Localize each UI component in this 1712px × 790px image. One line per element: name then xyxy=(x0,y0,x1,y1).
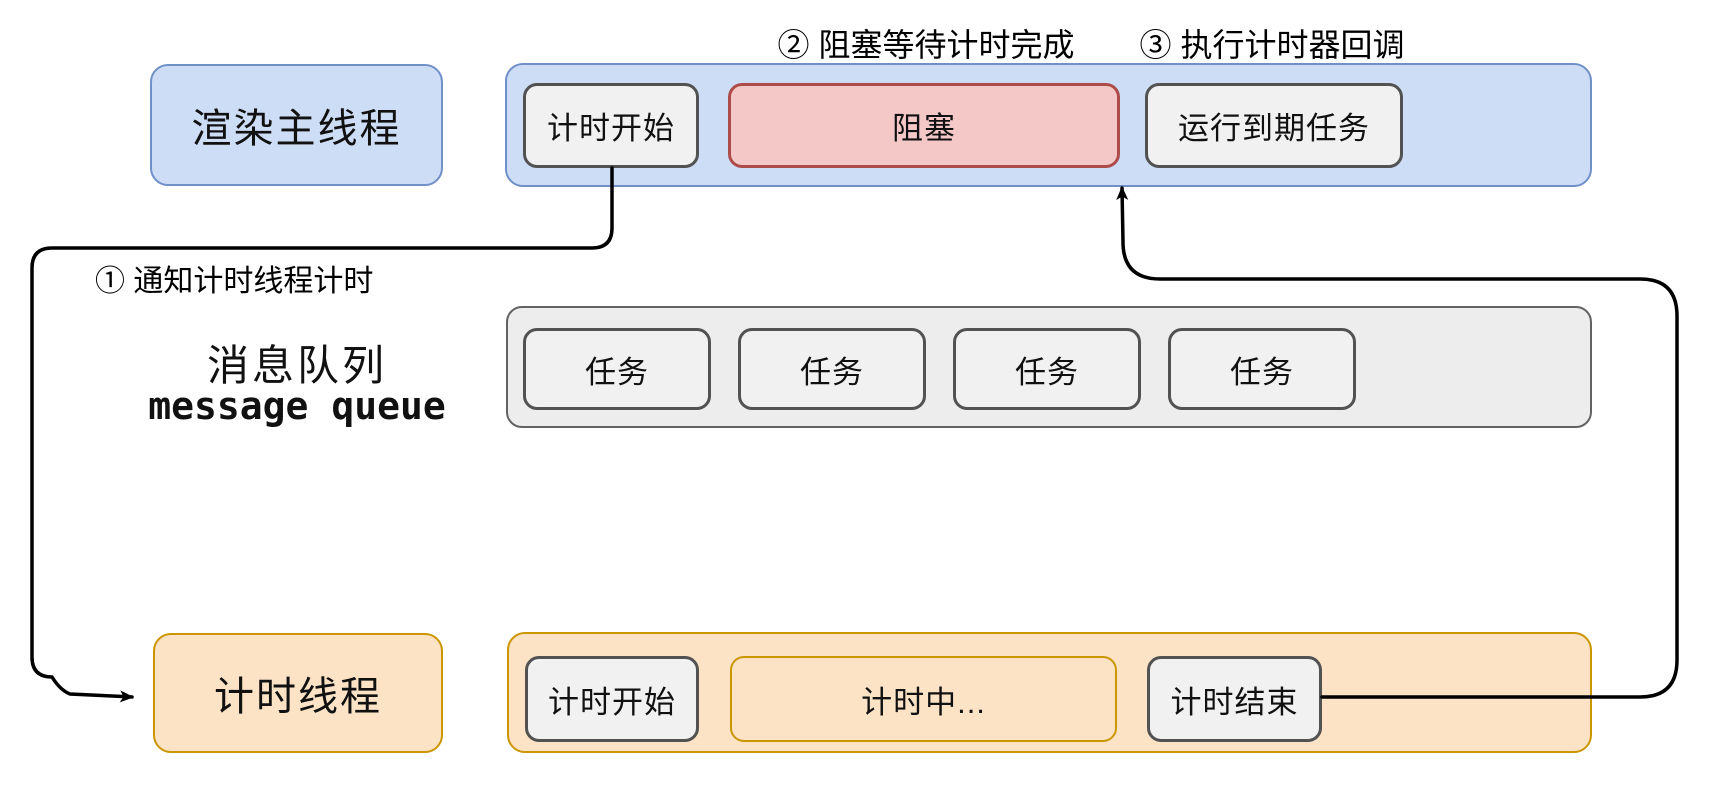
arrow-timer-callback xyxy=(1116,186,1679,699)
message-queue-label-en: message queue xyxy=(148,384,446,428)
step3-annotation: ③ 执行计时器回调 xyxy=(1139,27,1405,63)
step1-annotation: ① 通知计时线程计时 xyxy=(95,265,374,298)
timer-thread-start-box: 计时开始 xyxy=(525,656,699,742)
timer-thread-counting-box: 计时中... xyxy=(730,656,1117,742)
queue-task-box: 任务 xyxy=(738,328,926,410)
main-thread-blocked-box: 阻塞 xyxy=(728,83,1120,168)
timer-thread-end-box: 计时结束 xyxy=(1147,656,1322,742)
timer-thread-start-label: 计时开始 xyxy=(548,684,676,720)
queue-task-box: 任务 xyxy=(1168,328,1356,410)
main-thread-run-expired-label: 运行到期任务 xyxy=(1178,111,1370,146)
timer-thread-label-box: 计时线程 xyxy=(153,633,443,753)
main-thread-label: 渲染主线程 xyxy=(191,107,402,151)
queue-task-box: 任务 xyxy=(523,328,711,410)
queue-task-label: 任务 xyxy=(585,354,649,390)
queue-task-label: 任务 xyxy=(800,354,864,390)
step2-annotation: ② 阻塞等待计时完成 xyxy=(777,27,1075,63)
main-thread-timer-start-label: 计时开始 xyxy=(547,111,675,146)
timer-thread-label: 计时线程 xyxy=(214,675,382,719)
queue-task-label: 任务 xyxy=(1230,354,1294,390)
main-thread-label-box: 渲染主线程 xyxy=(150,64,443,186)
timer-thread-counting-label: 计时中... xyxy=(861,684,986,720)
timer-thread-end-label: 计时结束 xyxy=(1170,684,1299,720)
main-thread-blocked-label: 阻塞 xyxy=(892,111,956,146)
queue-task-label: 任务 xyxy=(1015,354,1079,390)
arrow-notify-timer-thread xyxy=(30,166,614,703)
main-thread-timer-start-box: 计时开始 xyxy=(523,83,699,168)
main-thread-run-expired-box: 运行到期任务 xyxy=(1145,83,1403,168)
queue-task-box: 任务 xyxy=(953,328,1141,410)
